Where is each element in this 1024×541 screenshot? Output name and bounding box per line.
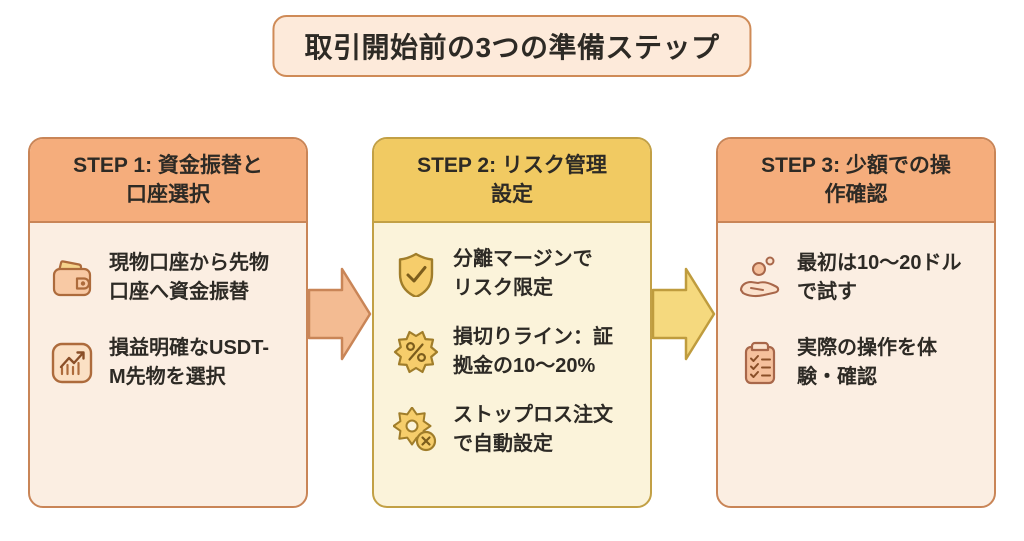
list-item-text: 損益明確なUSDT- M先物を選択 [109, 337, 269, 388]
step-card-2: STEP 2: リスク管理 設定 分離マージンで リスク限定 [372, 137, 652, 508]
page-title: 取引開始前の3つの準備ステップ [272, 15, 752, 77]
arrow-right-icon [652, 267, 716, 361]
list-item: ストップロス注文 で自動設定 [392, 401, 634, 459]
list-item-text: ストップロス注文 で自動設定 [453, 404, 613, 455]
step-1-body: 現物口座から先物 口座へ資金振替 損益明確なUSDT- M先物を選択 [30, 223, 306, 506]
list-item: 損益明確なUSDT- M先物を選択 [48, 334, 290, 392]
percent-badge-icon [392, 329, 440, 375]
list-item: 損切りライン：証 拠金の10〜20% [392, 323, 634, 381]
list-item-text: 損切りライン：証 拠金の10〜20% [453, 326, 613, 377]
list-item-text: 現物口座から先物 口座へ資金振替 [109, 252, 269, 303]
list-item-text: 最初は10〜20ドル で試す [797, 252, 962, 303]
hand-coins-icon [736, 255, 784, 301]
arrow-zone [308, 137, 372, 508]
list-item: 分離マージンで リスク限定 [392, 245, 634, 303]
list-item-text: 実際の操作を体 験・確認 [797, 337, 937, 388]
step-2-body: 分離マージンで リスク限定 損切りライン：証 拠金の10〜20% [374, 223, 650, 506]
wallet-icon [48, 255, 96, 301]
steps-row: STEP 1: 資金振替と 口座選択 現物口座から先物 口座へ資金振替 [28, 137, 996, 508]
step-2-header: STEP 2: リスク管理 設定 [374, 139, 650, 223]
checklist-clipboard-icon [736, 340, 784, 386]
list-item: 実際の操作を体 験・確認 [736, 334, 978, 392]
list-item: 現物口座から先物 口座へ資金振替 [48, 249, 290, 307]
step-card-1: STEP 1: 資金振替と 口座選択 現物口座から先物 口座へ資金振替 [28, 137, 308, 508]
gear-cancel-icon [392, 407, 440, 453]
arrow-zone [652, 137, 716, 508]
step-3-body: 最初は10〜20ドル で試す 実際の操作を体 験・確認 [718, 223, 994, 506]
step-3-header: STEP 3: 少額での操 作確認 [718, 139, 994, 223]
list-item-text: 分離マージンで リスク限定 [453, 248, 593, 299]
step-card-3: STEP 3: 少額での操 作確認 最初は10〜20ドル で試す [716, 137, 996, 508]
list-item: 最初は10〜20ドル で試す [736, 249, 978, 307]
shield-check-icon [392, 251, 440, 297]
line-chart-icon [48, 340, 96, 386]
arrow-right-icon [308, 267, 372, 361]
step-1-header: STEP 1: 資金振替と 口座選択 [30, 139, 306, 223]
